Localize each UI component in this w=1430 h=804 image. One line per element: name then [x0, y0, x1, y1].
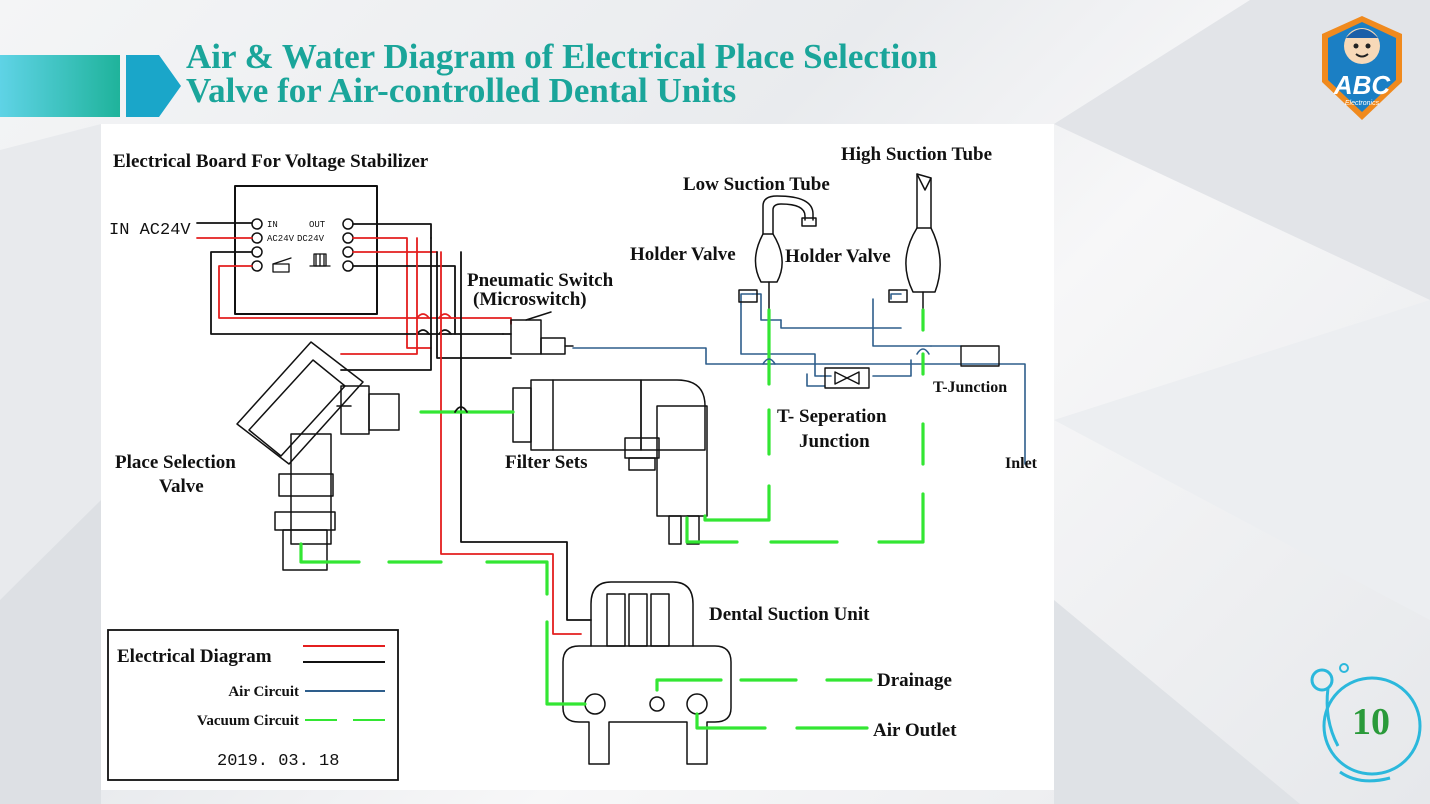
low-suction-tube	[754, 195, 817, 311]
legend-electrical-label: Electrical Diagram	[117, 646, 272, 667]
holder-valve-fittings	[738, 289, 908, 303]
high-suction-label: High Suction Tube	[841, 144, 992, 165]
legend: Electrical Diagram Air Circuit Vacuum Ci…	[107, 629, 399, 781]
t-junction-label: T-Junction	[933, 379, 1007, 396]
page-number-badge	[1310, 663, 1422, 783]
place-selection-label-2: Valve	[159, 476, 204, 497]
schematic-diagram: IN AC24V OUT DC24V Electrical Board For …	[107, 144, 1038, 781]
drainage-label: Drainage	[877, 670, 952, 691]
air-circuit-lines	[572, 293, 1026, 465]
place-selection-label-1: Place Selection	[115, 452, 236, 473]
filter-sets-label: Filter Sets	[505, 452, 588, 473]
t-junction	[960, 345, 1000, 367]
low-suction-label: Low Suction Tube	[683, 174, 830, 195]
legend-date: 2019. 03. 18	[217, 752, 339, 771]
t-separation-label-2: Junction	[799, 431, 870, 452]
pneumatic-microswitch	[510, 311, 574, 355]
page-title: Air & Water Diagram of Electrical Place …	[186, 37, 1146, 110]
terminal-out-label: OUT	[309, 220, 326, 230]
dental-suction-unit-label: Dental Suction Unit	[709, 604, 870, 625]
dental-suction-unit	[562, 581, 732, 765]
title-line-2: Valve for Air-controlled Dental Units	[186, 71, 737, 110]
logo-subtext: Electronics	[1345, 100, 1380, 107]
air-outlet-label: Air Outlet	[873, 720, 957, 741]
board-switch-icons	[272, 253, 331, 273]
holder-valve-right-label: Holder Valve	[785, 246, 891, 267]
microswitch-label: (Microswitch)	[473, 289, 587, 310]
t-separation-label-1: T- Seperation	[777, 406, 887, 427]
diagram-canvas: IN AC24V OUT DC24V Electrical Board For …	[101, 124, 1054, 790]
terminal-ac24v-label: AC24V	[267, 234, 295, 244]
terminal-in-label: IN	[267, 220, 278, 230]
board-title-label: Electrical Board For Voltage Stabilizer	[113, 151, 429, 172]
input-voltage-label: IN AC24V	[109, 221, 191, 240]
voltage-stabilizer-board	[234, 185, 378, 315]
pneumatic-switch-label: Pneumatic Switch	[467, 270, 614, 291]
t-separation-junction	[824, 367, 870, 389]
logo-text: ABC	[1333, 70, 1392, 100]
vacuum-circuit-lines	[299, 308, 925, 730]
legend-air-label: Air Circuit	[228, 684, 299, 700]
place-selection-valve	[236, 341, 400, 571]
page-number: 10	[1352, 701, 1390, 743]
title-accent-bar	[0, 55, 120, 117]
air-crossing-hop	[762, 358, 776, 365]
air-crossing-hop	[916, 348, 930, 355]
legend-vacuum-label: Vacuum Circuit	[197, 713, 299, 729]
high-suction-tube	[905, 173, 941, 311]
wire-crossing-hop	[454, 406, 468, 413]
abc-electronics-logo: ABC Electronics	[1322, 16, 1402, 120]
title-line-1: Air & Water Diagram of Electrical Place …	[186, 37, 938, 76]
holder-valve-left-label: Holder Valve	[630, 244, 736, 265]
inlet-label: Inlet	[1005, 455, 1038, 472]
filter-sets	[512, 379, 708, 545]
terminal-dc24v-label: DC24V	[297, 234, 325, 244]
